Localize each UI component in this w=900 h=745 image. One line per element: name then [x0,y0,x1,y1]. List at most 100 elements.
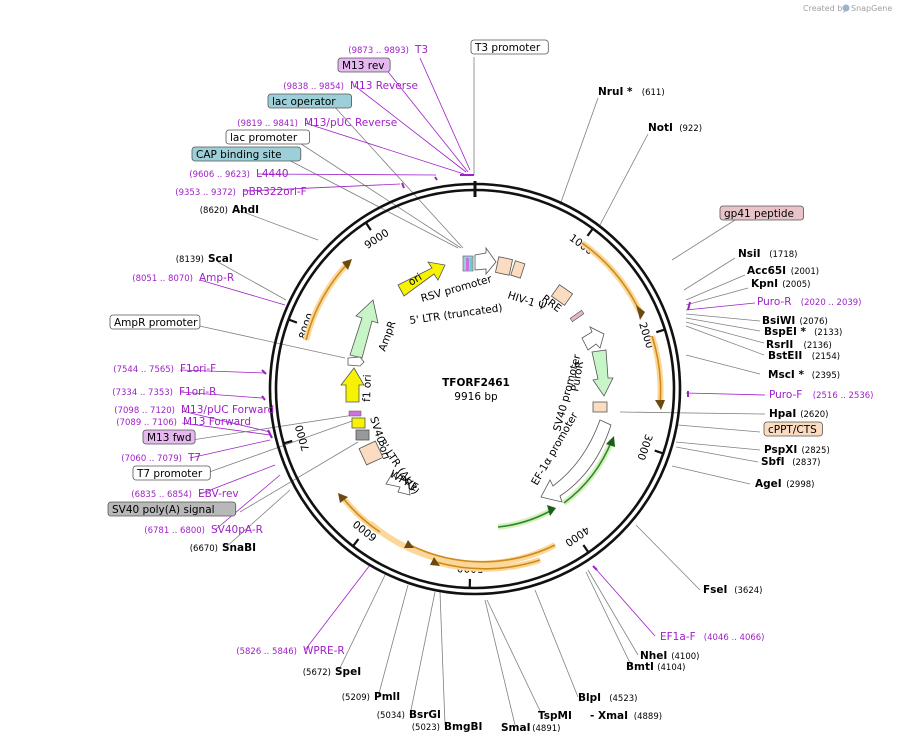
map-label-site: BmtI(4104) [626,661,685,673]
primer-position: (9819 .. 9841) [237,119,298,129]
site-name: PspXI [764,444,797,456]
primer-position: (2020 .. 2039) [801,298,862,308]
site-name: BmtI [626,661,654,673]
map-label-box: lac promoter [225,129,310,145]
map-label-primer: (6781 .. 6800) SV40pA-R [144,524,263,536]
map-label-site: PspXI (2825) [764,444,830,456]
map-label-box: M13 fwd [142,429,196,445]
site-name: MscI * [768,369,804,381]
3-ltr-feature [358,440,384,466]
site-name: AgeI [755,478,782,490]
site-name: ScaI [208,253,233,265]
primer-position: (7089 .. 7106) [116,418,177,428]
backbone-outer-circle [268,182,682,596]
label-rsv-promoter: RSV promoter [420,273,494,305]
primer-position: (6781 .. 6800) [144,526,205,536]
site-name: BsrGI [409,709,441,721]
feature-box [132,465,211,481]
map-label-site: BlpI(4523) [578,692,637,704]
tick-mark [283,439,293,445]
site-name: RsrII [766,339,793,351]
label-ampr: AmpR [377,319,399,353]
primer-name: F1ori-F [180,363,216,375]
5-ltr-feature [495,256,513,276]
feature-box-label: gp41 peptide [724,208,794,220]
site-name: HpaI [769,408,796,420]
map-label-primer: (9819 .. 9841)M13/pUC Reverse [237,117,397,129]
ampr-feature [349,299,379,359]
backbone-inner-circle [274,188,676,590]
map-label-primer: (9838 .. 9854)M13 Reverse [283,80,418,92]
primer-position: (7334 .. 7353) [112,388,173,398]
map-label-box: AmpR promoter [109,314,201,330]
label-5-ltr: 5' LTR (truncated) [409,302,504,327]
site-position: (2825) [802,446,830,456]
tick-mark [364,221,372,231]
site-position: (5023) [412,723,440,733]
sv40-polya-feature [355,429,370,441]
primer-mark-ef1a [592,565,598,571]
map-label-site: (5209)PmlI [342,691,400,703]
t3-feature-2 [470,258,472,271]
map-label-primer: (7060 .. 7079)T7 [121,452,201,464]
site-position: (3624) [734,586,762,596]
primer-position: (7098 .. 7120) [114,406,175,416]
map-label-site: MscI *(2395) [768,369,840,381]
orf-arc-6-head [430,557,440,566]
m13-fwd-mark [348,410,362,417]
site-name: BspEI * [764,326,807,338]
orf-arc-5-head [338,493,348,503]
site-position: (611) [642,88,665,98]
site-position: (4889) [634,712,662,722]
right-labels: NruI *(611)NotI(922)gp41 peptideNsiI(171… [501,86,874,734]
primer-name: WPRE-R [303,645,345,657]
feature-box [225,129,310,145]
primer-marks [261,174,691,571]
map-label-site: NheI(4100) [640,650,699,662]
map-label-site: AgeI(2998) [755,478,814,490]
site-position: (4891) [532,724,560,734]
primer-name: SV40pA-R [211,524,263,536]
site-position: (1718) [769,250,797,260]
site-position: (2154) [812,352,840,362]
site-name: Acc65I [747,265,786,277]
feature-box-label: AmpR promoter [114,317,198,329]
tick-label: 7000 [293,423,312,452]
site-position: (2837) [792,458,820,468]
ampr-promoter-feature [347,356,365,367]
orf-arc-2-head [655,400,665,410]
orf-arc-2-core [651,335,662,406]
primer-name: T3 [414,44,428,56]
tick-mark [655,328,666,334]
tick-label: 9000 [362,227,391,252]
site-position: (2136) [804,341,832,351]
cppt-feature [592,401,608,413]
primer-name: Amp-R [199,272,234,284]
watermark-created-by: Created by [803,4,847,13]
primer-name: EF1a-F [660,631,696,643]
primer-name: L4440 [256,168,289,180]
map-label-primer: (7089 .. 7106)M13 Forward [116,416,251,428]
rre-feature [550,284,574,306]
map-label-primer: (8051 .. 8070)Amp-R [132,272,234,284]
feature-box-label: lac operator [272,96,336,108]
primer-name: M13/pUC Forward [181,404,274,416]
feature-box [763,421,823,437]
inner-features [340,246,614,503]
ef1a-promoter-feature [540,419,612,503]
orf-arc-6-core [435,559,541,570]
feature-box [107,501,237,517]
map-label-primer: (7098 .. 7120) M13/pUC Forward [114,404,274,416]
primer-name: pBR322ori-F [242,186,307,198]
map-label-site: (6670)SnaBI [190,542,256,554]
map-label-primer: Puro-F(2516 .. 2536) [769,389,874,401]
primer-mark-l4440 [434,176,438,181]
map-label-primer: (7334 .. 7353)F1ori-R [112,386,216,398]
primer-position: (7060 .. 7079) [121,454,182,464]
map-label-site: NotI(922) [648,122,702,134]
primer-mark-f1r [261,395,266,401]
backbone [268,181,682,596]
site-name: BsiWI [762,315,795,327]
map-label-box: lac operator [267,93,352,109]
feature-box-label: lac promoter [230,132,298,144]
